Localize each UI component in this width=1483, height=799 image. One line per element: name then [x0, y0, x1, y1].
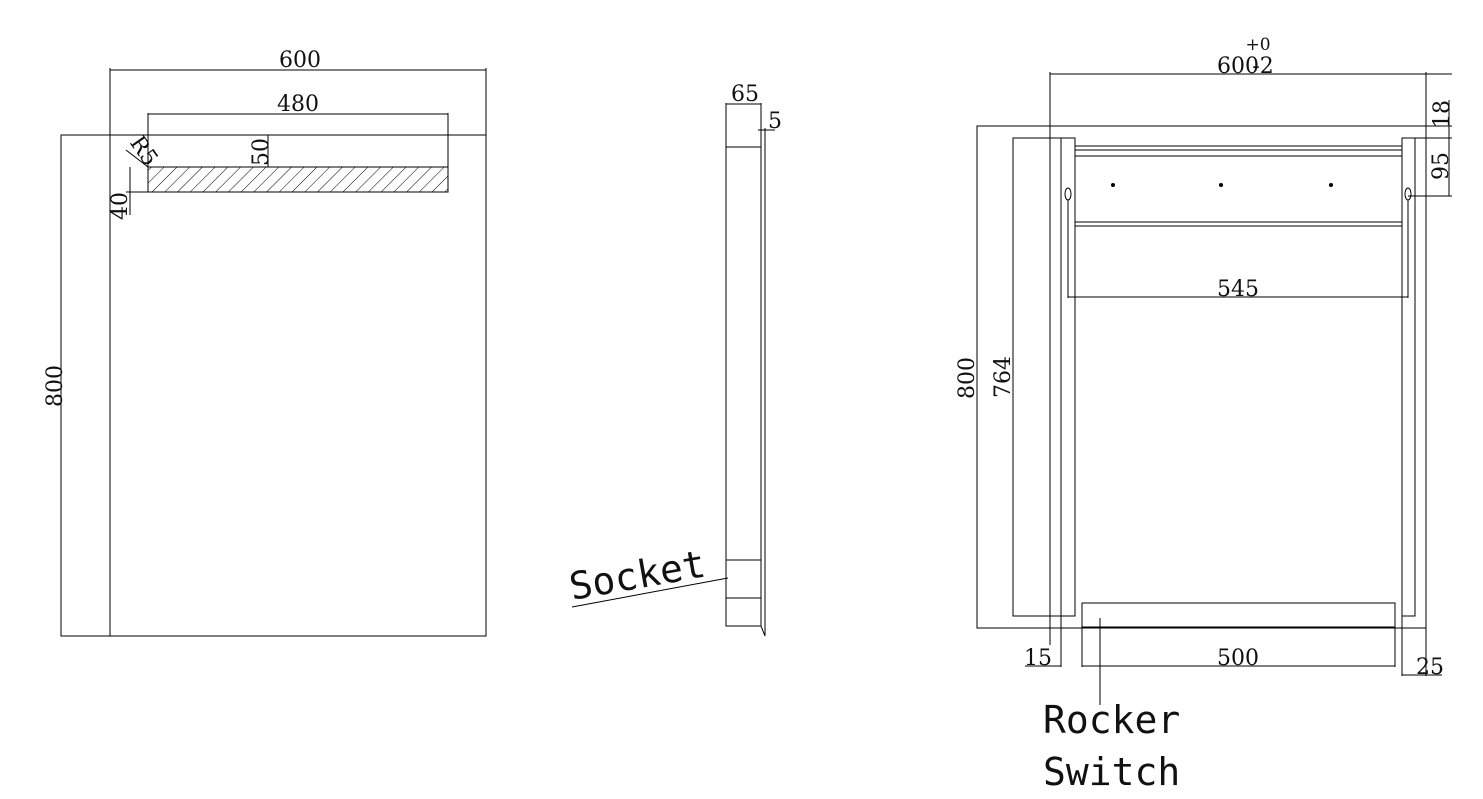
radius-label: R5: [124, 132, 162, 171]
glass-label: 5: [768, 109, 782, 134]
back-left-panel: [1012, 137, 1076, 617]
mirror-outline: [60, 134, 487, 637]
switch-width-label: 500: [1217, 646, 1259, 671]
side-view: 65 5 Socket: [566, 82, 782, 637]
switch-label-line2: Switch: [1043, 750, 1180, 794]
screw-hole-3: [1329, 183, 1333, 187]
hanger-spacing-label: 545: [1217, 277, 1259, 302]
hanger-right: [1404, 187, 1412, 201]
right-margin-label: 25: [1416, 655, 1444, 680]
cabinet-side-body: [725, 146, 762, 627]
glass-bottom: [760, 625, 766, 637]
back-right-panel: [1401, 137, 1416, 617]
light-strip-hatched: [147, 166, 449, 193]
rocker-switch-area: [1081, 602, 1396, 628]
tolerance-lower: -2: [1252, 54, 1273, 79]
screw-hole-1: [1111, 183, 1115, 187]
socket-leader: [571, 577, 729, 608]
radius-leader: [125, 149, 149, 168]
back-view: 600 +0 -2 545 18 95 800 764: [955, 35, 1455, 794]
front-view: 600 800 480 50 40 R5: [43, 48, 487, 637]
front-width-label: 600: [279, 48, 321, 73]
tolerance-upper: +0: [1245, 35, 1270, 55]
front-height-label: 800: [43, 365, 68, 407]
left-margin-label: 15: [1024, 646, 1052, 671]
light-offset-label: 50: [249, 138, 274, 166]
switch-label-line1: Rocker: [1043, 698, 1180, 742]
hanger-drop-label: 95: [1429, 152, 1454, 180]
top-offset-label: 18: [1430, 100, 1455, 128]
back-outer-frame: [976, 125, 1427, 629]
light-width-label: 480: [277, 92, 319, 117]
socket-box: [725, 559, 762, 599]
light-height-label: 40: [108, 192, 133, 220]
screw-hole-2: [1219, 183, 1223, 187]
back-height-label: 800: [955, 357, 980, 399]
side-depth-label: 65: [731, 82, 759, 107]
socket-label: Socket: [566, 542, 709, 609]
hanger-left: [1064, 187, 1072, 201]
back-width-label: 600: [1217, 54, 1259, 79]
inner-height-label: 764: [991, 356, 1016, 398]
